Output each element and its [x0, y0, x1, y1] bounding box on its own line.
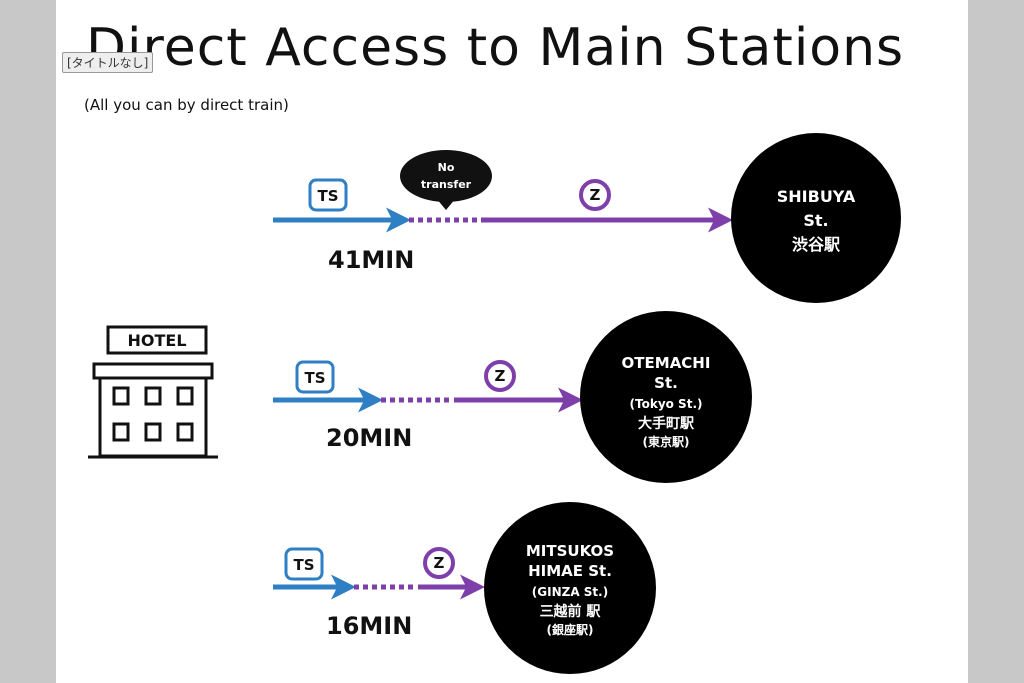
duration-label: 41MIN: [328, 246, 414, 274]
route-mitsukoshimae: TS Z 16MIN MITSUKOS HIMAE St. (GINZA St.…: [273, 502, 656, 674]
svg-text:渋谷駅: 渋谷駅: [792, 235, 841, 254]
svg-text:TS: TS: [304, 369, 325, 387]
diagram-canvas: Direct Access to Main Stations (All you …: [56, 0, 968, 683]
svg-text:(GINZA St.): (GINZA St.): [532, 585, 608, 599]
ts-line-badge: TS: [308, 178, 348, 212]
svg-text:Z: Z: [590, 186, 601, 204]
svg-text:三越前 駅: 三越前 駅: [540, 603, 602, 620]
no-transfer-bubble: No transfer: [400, 150, 492, 210]
hotel-icon: HOTEL: [88, 325, 218, 459]
svg-text:(東京駅): (東京駅): [643, 434, 690, 449]
svg-text:大手町駅: 大手町駅: [638, 415, 695, 432]
svg-text:HIMAE St.: HIMAE St.: [528, 562, 612, 580]
title-tooltip: [タイトルなし]: [62, 52, 154, 73]
duration-label: 20MIN: [326, 424, 412, 452]
svg-text:OTEMACHI: OTEMACHI: [622, 354, 711, 372]
svg-text:No: No: [438, 161, 455, 174]
svg-text:(Tokyo St.): (Tokyo St.): [630, 397, 703, 411]
page-title: Direct Access to Main Stations: [86, 18, 905, 78]
route-diagram: HOTEL TS Z: [88, 133, 901, 674]
route-shibuya: TS Z No transfer 41MIN SHIBUYA St. 渋谷駅: [273, 133, 901, 303]
svg-text:Z: Z: [495, 367, 506, 385]
svg-text:(銀座駅): (銀座駅): [547, 622, 594, 637]
station-mitsukoshimae: MITSUKOS HIMAE St. (GINZA St.) 三越前 駅 (銀座…: [484, 502, 656, 674]
svg-text:St.: St.: [803, 211, 828, 230]
route-otemachi: TS Z 20MIN OTEMACHI St. (Tokyo St.) 大手町駅…: [273, 311, 752, 483]
svg-text:SHIBUYA: SHIBUYA: [777, 187, 856, 206]
station-shibuya: SHIBUYA St. 渋谷駅: [731, 133, 901, 303]
svg-text:MITSUKOS: MITSUKOS: [526, 542, 614, 560]
svg-text:St.: St.: [654, 374, 678, 392]
ts-line-badge: TS: [284, 547, 324, 581]
svg-text:Z: Z: [434, 554, 445, 572]
svg-text:transfer: transfer: [421, 178, 472, 191]
z-line-badge: Z: [423, 547, 455, 579]
svg-text:TS: TS: [293, 556, 314, 574]
z-line-badge: Z: [579, 179, 611, 211]
ts-line-badge: TS: [295, 360, 335, 394]
svg-text:TS: TS: [317, 187, 338, 205]
hotel-label: HOTEL: [127, 331, 186, 350]
page-subtitle: (All you can by direct train): [84, 96, 289, 114]
duration-label: 16MIN: [326, 612, 412, 640]
z-line-badge: Z: [484, 360, 516, 392]
station-otemachi: OTEMACHI St. (Tokyo St.) 大手町駅 (東京駅): [580, 311, 752, 483]
